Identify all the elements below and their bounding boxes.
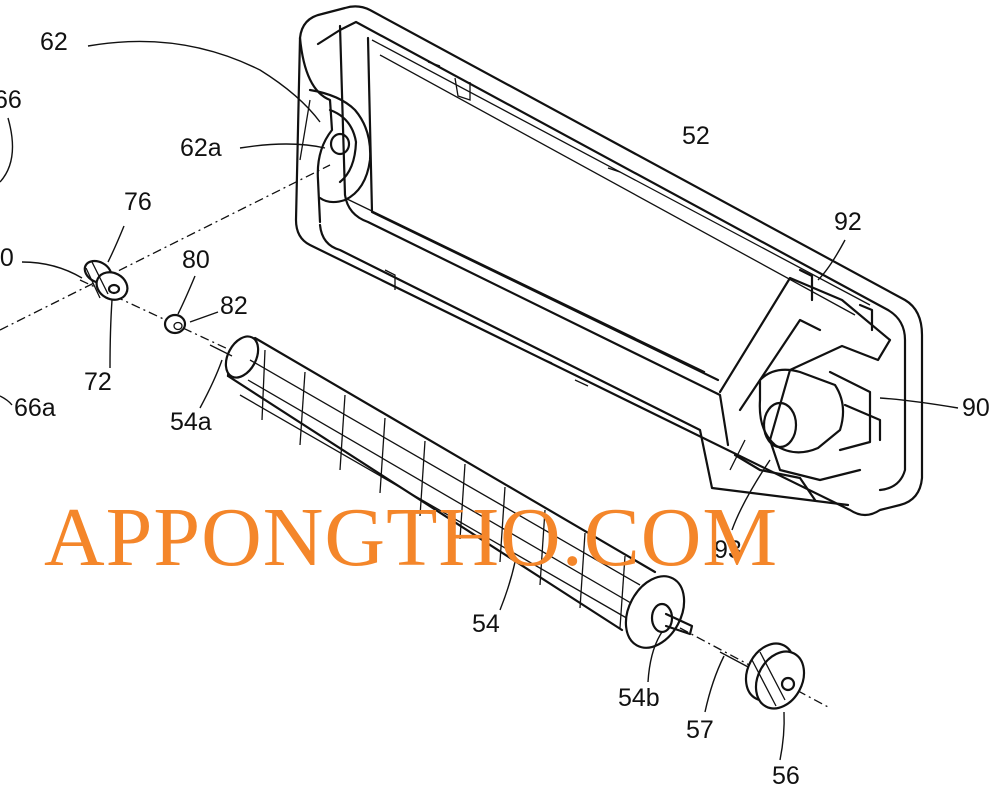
motor-cap-56 [719, 642, 806, 710]
ref-label-52: 52 [682, 122, 710, 150]
ref-label-57: 57 [686, 716, 714, 744]
ref-label-72: 72 [84, 368, 112, 396]
ref-label-66a: 66a [14, 394, 56, 422]
ref-label-93: 93 [714, 536, 742, 564]
ref-label-66: 66 [0, 86, 22, 114]
ref-label-62: 62 [40, 28, 68, 56]
cross-flow-fan [209, 335, 694, 649]
ref-label-62a: 62a [180, 134, 222, 162]
bushing-82 [163, 313, 187, 335]
ref-label-76: 76 [124, 188, 152, 216]
ref-label-70: 70 [0, 244, 14, 272]
ref-label-82: 82 [220, 292, 248, 320]
leader-lines [0, 40, 959, 761]
ref-label-54b: 54b [618, 684, 660, 712]
ref-label-54: 54 [472, 610, 500, 638]
axis-line-left [0, 164, 331, 331]
ref-label-56: 56 [772, 762, 800, 789]
ref-label-80: 80 [182, 246, 210, 274]
ref-label-54a: 54a [170, 408, 212, 436]
ref-label-90: 90 [962, 394, 990, 422]
motor-mount [718, 268, 892, 502]
housing-frame [294, 5, 924, 517]
side-bracket [299, 88, 372, 204]
bearing-72 [83, 259, 129, 301]
watermark-text: APPONGTHO.COM [44, 491, 779, 584]
ref-label-92: 92 [834, 208, 862, 236]
